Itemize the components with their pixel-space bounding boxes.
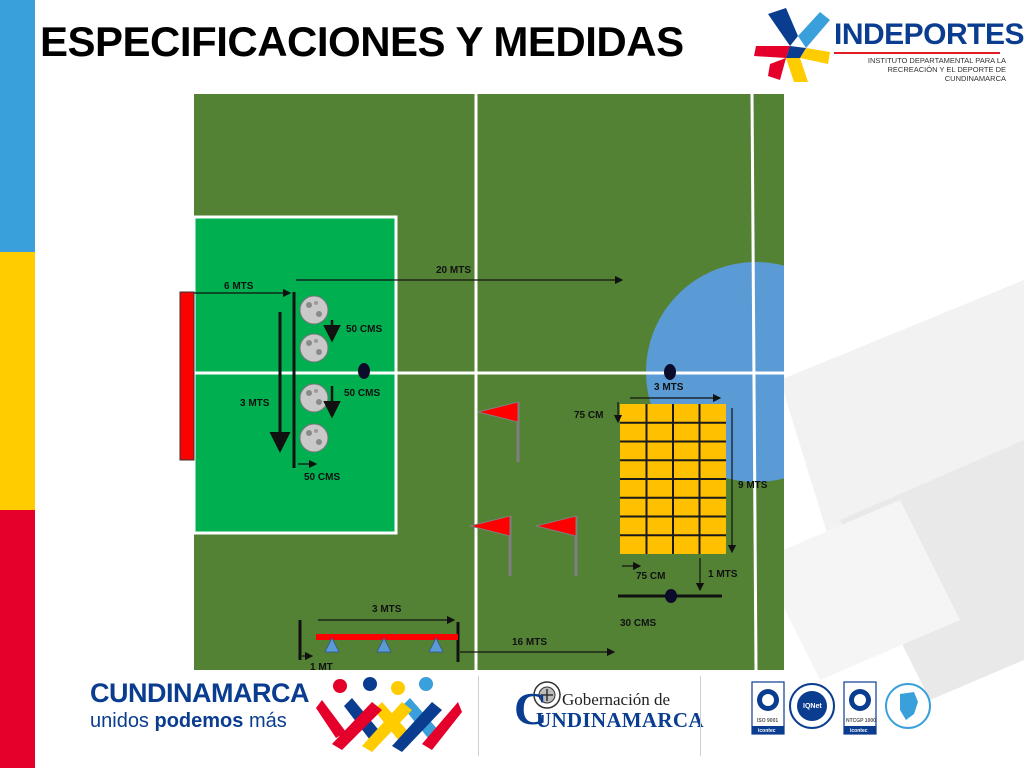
six-mts-label: 6 MTS	[224, 281, 254, 292]
gobernacion-initial: C	[514, 683, 548, 734]
thirty-cms-label: 30 CMS	[620, 618, 656, 629]
ntcgp-text: NTCGP 1000	[846, 718, 876, 724]
marker-dot-left	[358, 363, 370, 379]
flag-3	[535, 515, 578, 576]
three-mts-ladder-label: 3 MTS	[372, 604, 402, 615]
cone	[428, 637, 444, 653]
seventy-five-cm-top-label: 75 CM	[574, 410, 603, 421]
gobernacion-name: UNDINAMARCA	[536, 708, 704, 732]
fifty-cms-label-b: 50 CMS	[344, 388, 380, 399]
field-diagram: 6 MTS 20 MTS 3 MTS 50 CMS 50 CMS 50 CMS …	[179, 93, 784, 672]
seventy-five-cm-bottom-label: 75 CM	[636, 571, 665, 582]
goal	[179, 291, 195, 461]
indeportes-emblem-icon	[754, 8, 830, 82]
ball-4	[299, 423, 329, 453]
flag-2	[469, 515, 512, 576]
one-mts-label: 1 MTS	[708, 569, 738, 580]
footer-separator-1	[478, 676, 479, 756]
stripe-red	[0, 510, 35, 768]
marker-dot-bottom	[665, 589, 677, 603]
slide-title: ESPECIFICACIONES Y MEDIDAS	[40, 18, 684, 65]
fifty-cms-label-a: 50 CMS	[346, 324, 382, 335]
cone	[376, 637, 392, 653]
ntcgp-cert-badge: NTCGP 1000 icontec	[843, 681, 877, 735]
icontec-text-2: icontec	[850, 728, 868, 734]
gobernacion-title: Gobernación de	[562, 690, 671, 709]
stripe-yellow	[0, 252, 35, 510]
stripe-blue	[0, 0, 35, 252]
iso-cert-badge: ISO 9001 icontec	[751, 681, 785, 735]
three-mts-grid-label: 3 MTS	[654, 382, 684, 393]
coat-of-arms-icon	[533, 681, 561, 709]
footer-separator-2	[700, 676, 701, 756]
ball-2	[299, 333, 329, 363]
twenty-mts-label: 20 MTS	[436, 265, 471, 276]
ball-3	[299, 383, 329, 413]
tagline-end: más	[243, 710, 287, 732]
indeportes-logo: INDEPORTES INSTITUTO DEPARTAMENTAL PARA …	[750, 6, 1024, 84]
certifications-group: ISO 9001 icontec IQNet NTCGP 1000 iconte…	[751, 681, 931, 735]
nine-mts-label: 9 MTS	[738, 480, 768, 491]
vertical-line-right	[750, 93, 758, 671]
indeportes-name: INDEPORTES	[834, 18, 1024, 51]
iso-text: ISO 9001	[757, 718, 778, 724]
indeportes-subtitle: INSTITUTO DEPARTAMENTAL PARA LA RECREACI…	[867, 56, 1006, 83]
iqnet-text: IQNet	[803, 703, 822, 710]
iqnet-cert-badge: IQNet	[789, 683, 835, 729]
sixteen-mts-label: 16 MTS	[512, 637, 547, 648]
fifty-cms-label-c: 50 CMS	[304, 472, 340, 483]
cone	[324, 637, 340, 653]
one-mt-label: 1 MT	[310, 662, 333, 672]
icontec-text-1: icontec	[758, 728, 776, 734]
agility-grid	[620, 404, 726, 554]
three-mts-vertical-label: 3 MTS	[240, 398, 270, 409]
marker-dot-right	[664, 364, 676, 380]
cundinamarca-tagline: unidos podemos más	[90, 710, 287, 733]
cones-row	[324, 637, 444, 653]
colombia-map-badge	[885, 683, 931, 729]
cundinamarca-people-icon	[316, 677, 462, 752]
flag-1	[477, 401, 520, 462]
left-color-stripe	[0, 0, 35, 768]
ball-1	[299, 295, 329, 325]
tagline-start: unidos	[90, 710, 155, 732]
ladder-bar	[316, 634, 458, 640]
footer-logos: CUNDINAMARCA unidos podemos más Gobernac…	[0, 668, 1024, 768]
indeportes-underline	[834, 52, 1000, 54]
tagline-bold: podemos	[154, 710, 244, 732]
cundinamarca-name: CUNDINAMARCA	[90, 678, 309, 708]
